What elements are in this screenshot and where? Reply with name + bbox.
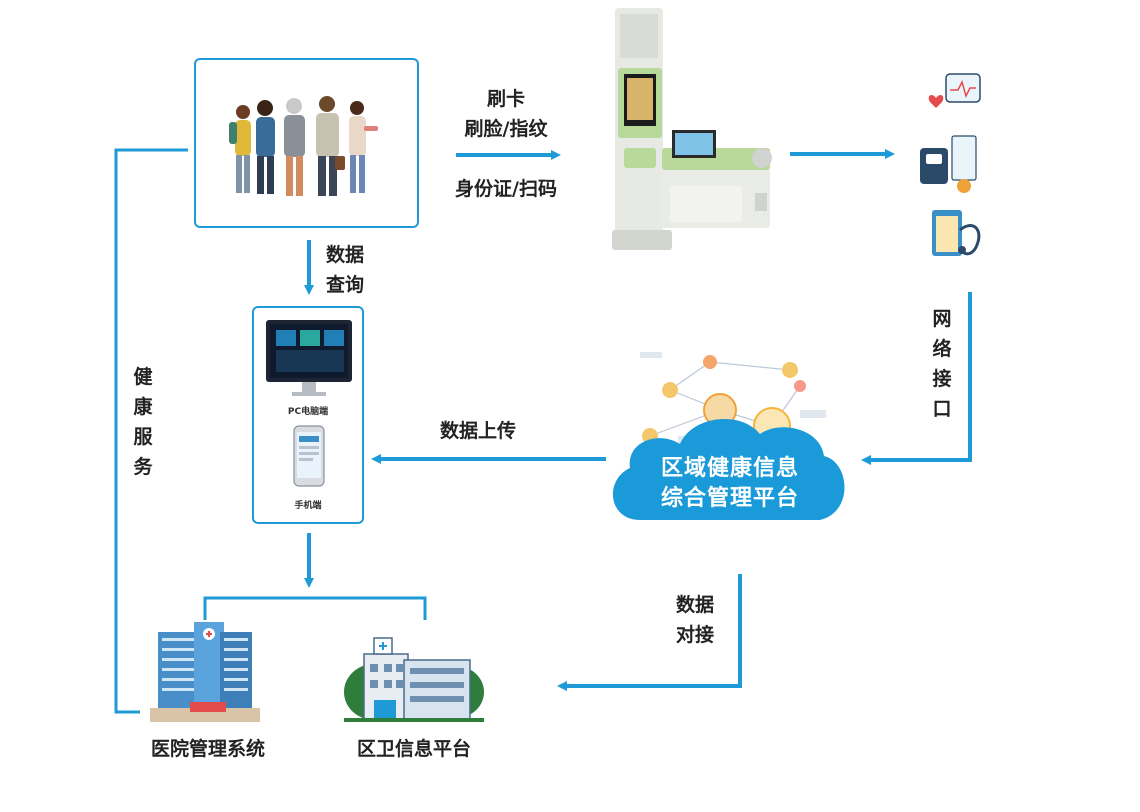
label-pc-client: PC电脑端 [287, 407, 329, 417]
person-2 [256, 100, 275, 194]
label-data-docking-1: 数据 [676, 594, 715, 616]
scale-eyechart-icon [920, 135, 977, 193]
health-kiosk [612, 8, 772, 250]
person-1 [229, 105, 251, 193]
label-network-interface: 网络接口 [932, 308, 952, 420]
heart-monitor-icon [928, 73, 981, 108]
community-health-building [344, 637, 484, 722]
label-id-scan: 身份证/扫码 [455, 178, 557, 200]
mobile-phone-icon [293, 425, 325, 487]
pc-monitor-icon [266, 320, 352, 396]
label-data-query-1: 数据 [326, 244, 365, 266]
label-health-service: 健康服务 [133, 366, 153, 478]
person-3 [284, 98, 305, 196]
bracket-buildings [203, 596, 427, 620]
label-hospital-system: 医院管理系统 [150, 738, 265, 760]
cloud-title-line1: 区域健康信息 [660, 456, 799, 481]
health-service-line [114, 148, 188, 714]
cloud-title-line2: 综合管理平台 [660, 486, 799, 511]
clipboard-stethoscope-icon [932, 210, 981, 256]
arrow-cloud-to-buildings [557, 574, 742, 691]
label-face-finger: 刷脸/指纹 [464, 118, 548, 140]
person-5 [349, 101, 378, 193]
label-data-query-2: 查询 [326, 274, 365, 296]
arrow-network-to-cloud [861, 292, 972, 465]
cloud-platform [612, 352, 845, 520]
label-data-upload: 数据上传 [440, 420, 517, 442]
label-community-platform: 区卫信息平台 [356, 738, 471, 760]
client-box: PC电脑端 手机端 [252, 306, 364, 524]
label-swipe-card: 刷卡 [486, 88, 525, 110]
label-mobile-client: 手机端 [294, 501, 322, 511]
people-box [194, 58, 419, 228]
person-4 [316, 96, 345, 196]
cloud-shape [612, 419, 845, 520]
people-illustration [229, 96, 378, 196]
label-data-docking-2: 对接 [676, 624, 715, 646]
health-report-icons [920, 73, 981, 256]
hospital-building [150, 622, 260, 722]
